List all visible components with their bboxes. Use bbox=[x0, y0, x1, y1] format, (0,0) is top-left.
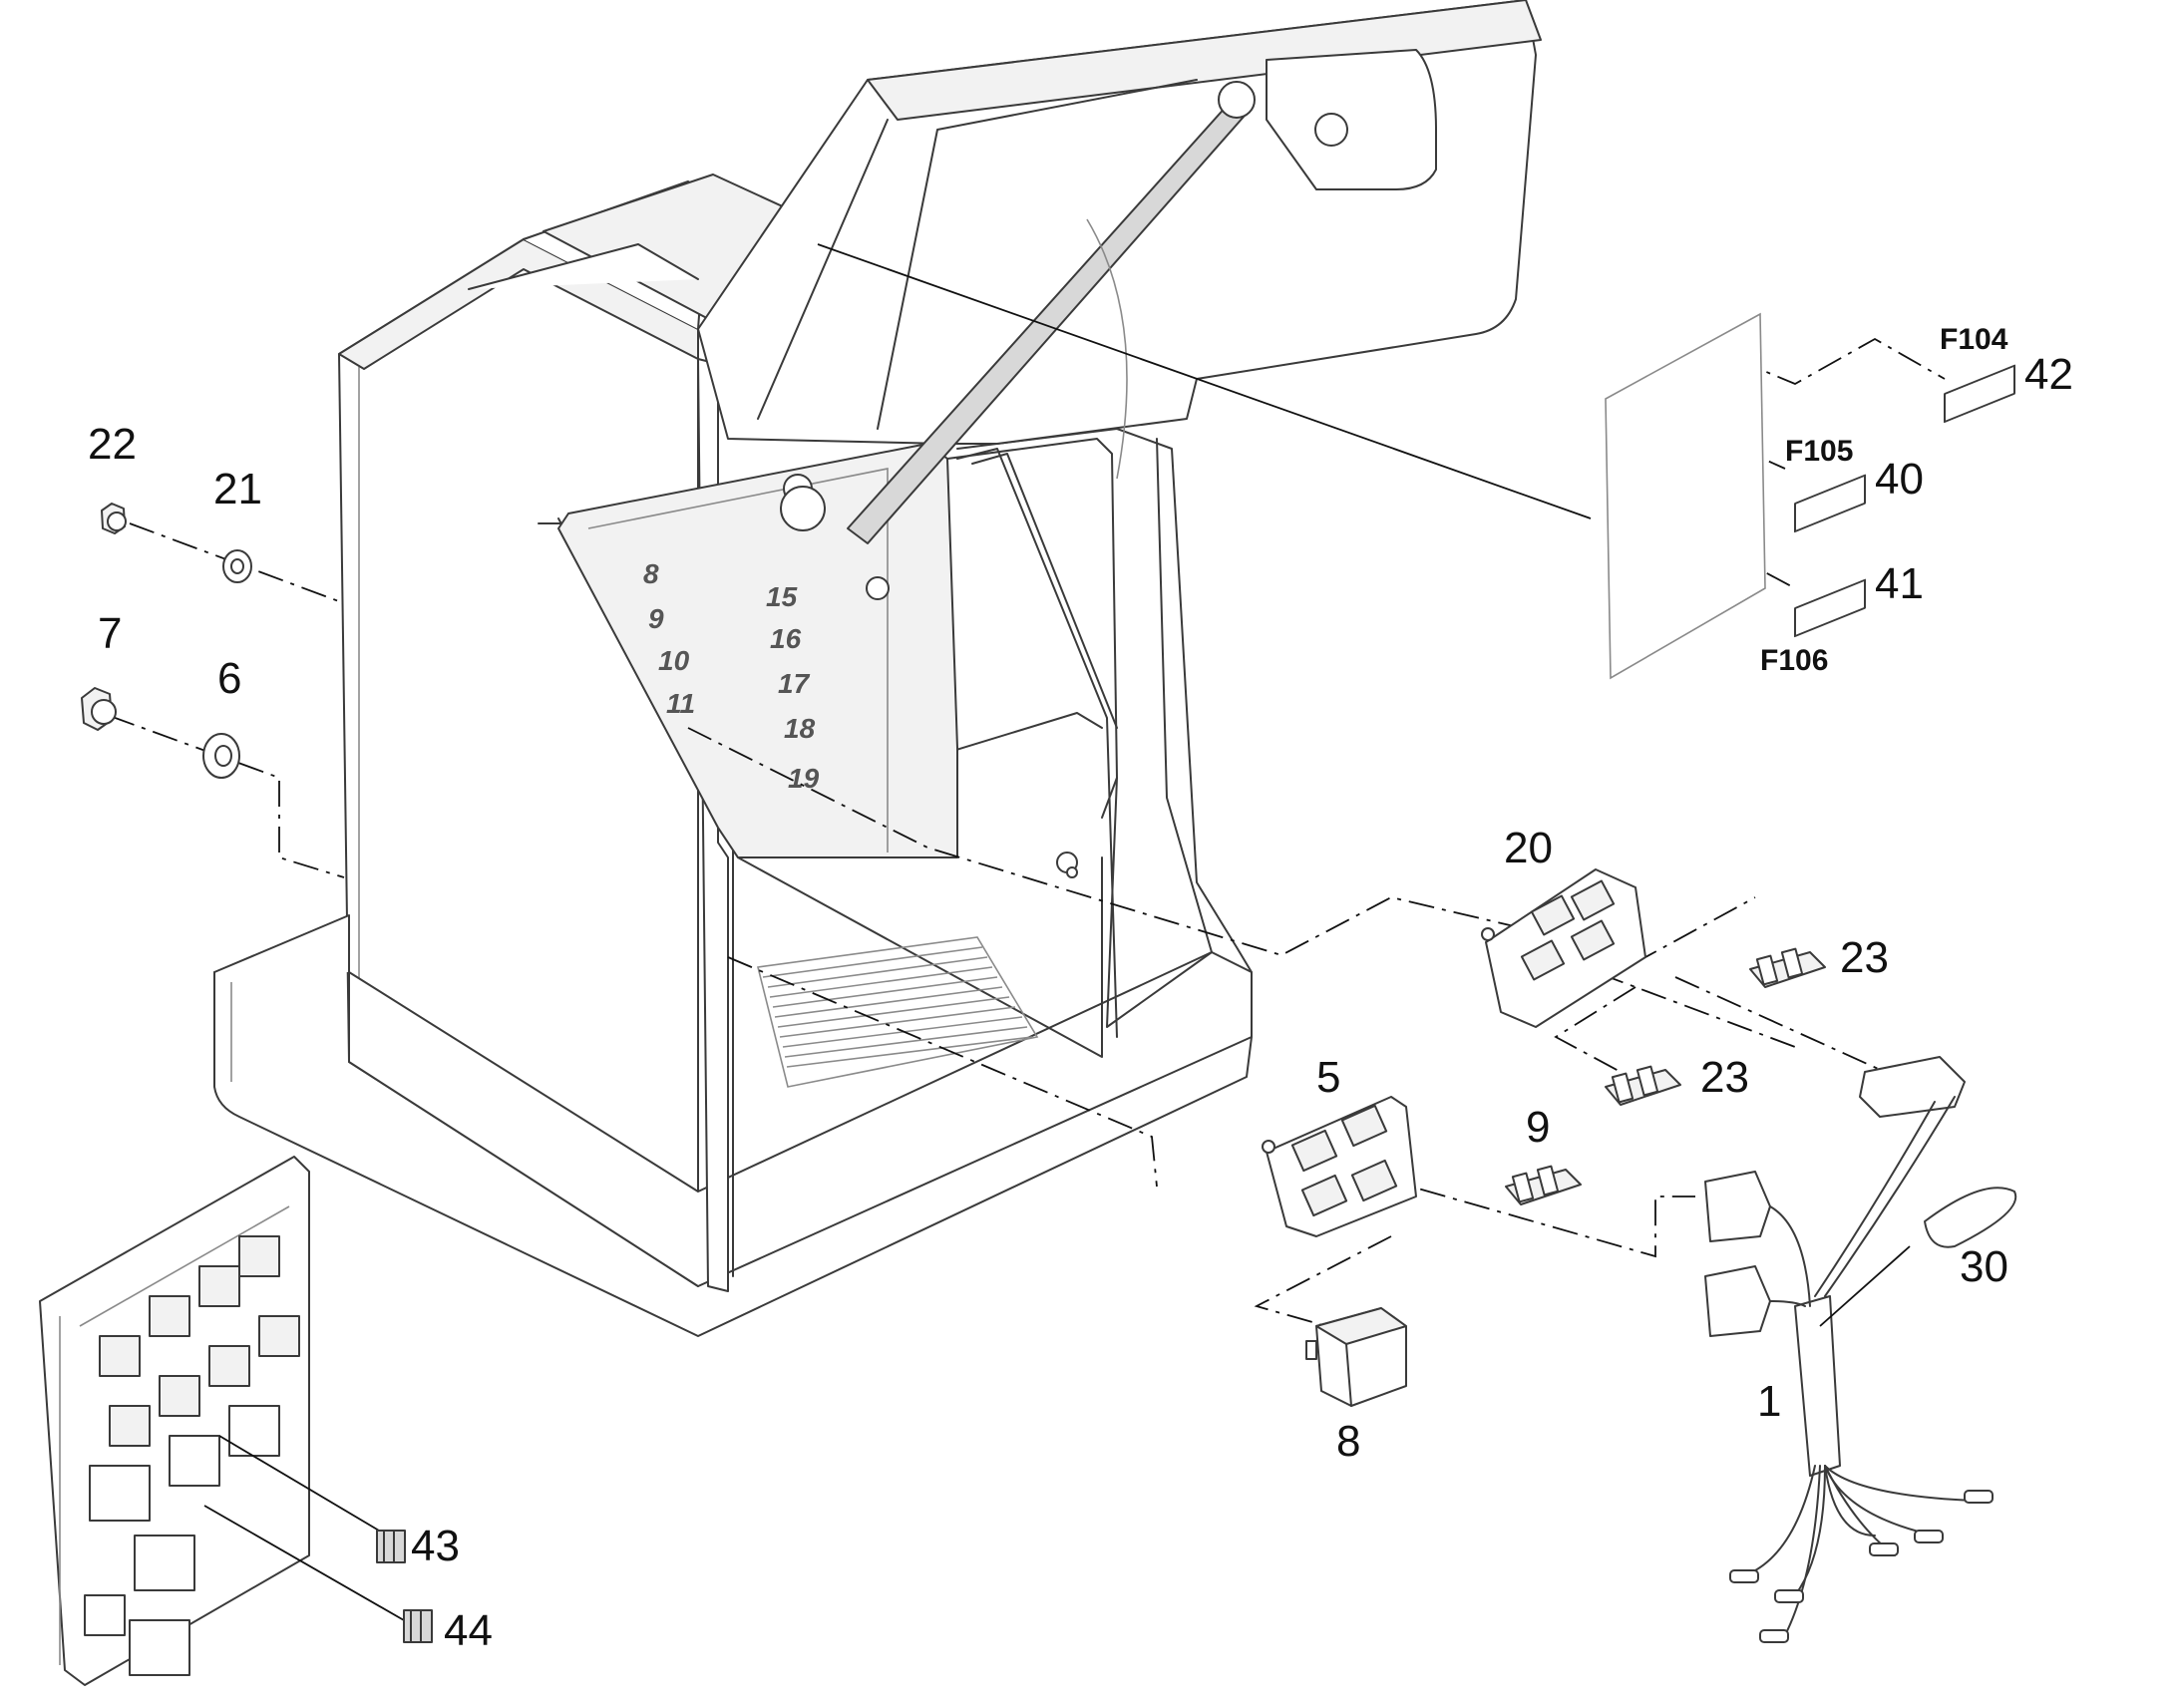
nut-22 bbox=[101, 503, 127, 534]
fuse-label-f104 bbox=[1944, 364, 2015, 424]
svg-text:16: 16 bbox=[770, 623, 802, 654]
plate-hole-numbers: 8 9 10 11 15 16 17 18 19 bbox=[643, 558, 820, 794]
fasteners bbox=[81, 503, 252, 779]
callout-40: 40 bbox=[1875, 455, 1924, 504]
fuse-23-lower bbox=[1605, 1065, 1681, 1106]
wiring-harness-1 bbox=[1704, 1056, 2017, 1643]
callout-43: 43 bbox=[411, 1522, 460, 1570]
fuse-label-panel: F104 F105 F106 bbox=[817, 243, 2015, 680]
svg-text:9: 9 bbox=[648, 603, 664, 634]
fuse-text-f104: F104 bbox=[1940, 323, 2008, 356]
open-lid bbox=[697, 0, 1542, 544]
callouts: 22 21 7 6 20 23 23 5 9 8 1 30 43 44 42 4… bbox=[88, 350, 2073, 1655]
fuse-label-f106 bbox=[1794, 578, 1866, 638]
fuse-43 bbox=[376, 1530, 406, 1563]
fuse-label-f105 bbox=[1794, 474, 1866, 533]
callout-9: 9 bbox=[1526, 1103, 1550, 1152]
fuse-23-upper bbox=[1749, 947, 1826, 988]
callout-44: 44 bbox=[444, 1606, 493, 1655]
callout-5: 5 bbox=[1316, 1053, 1340, 1102]
callout-6: 6 bbox=[217, 654, 241, 703]
svg-text:18: 18 bbox=[784, 713, 816, 744]
washer-6 bbox=[202, 733, 240, 779]
relay-board-5 bbox=[1262, 1096, 1417, 1237]
washer-21 bbox=[222, 549, 252, 583]
relay-8 bbox=[1305, 1307, 1407, 1407]
fuse-relay-box bbox=[39, 1156, 405, 1686]
cabinet-housing: 8 9 10 11 15 16 17 18 19 bbox=[213, 173, 1253, 1337]
svg-text:19: 19 bbox=[788, 763, 820, 794]
callout-23-upper: 23 bbox=[1840, 933, 1889, 982]
callout-7: 7 bbox=[98, 609, 122, 658]
callout-42: 42 bbox=[2024, 350, 2073, 399]
svg-text:8: 8 bbox=[643, 558, 659, 589]
svg-text:11: 11 bbox=[666, 688, 695, 719]
svg-text:10: 10 bbox=[658, 645, 690, 676]
fuse-text-f106: F106 bbox=[1760, 644, 1828, 677]
callout-21: 21 bbox=[213, 465, 262, 513]
nut-7 bbox=[81, 687, 117, 731]
fuse-44 bbox=[403, 1609, 433, 1643]
callout-20: 20 bbox=[1504, 824, 1553, 872]
callout-8: 8 bbox=[1336, 1417, 1360, 1466]
callout-23-lower: 23 bbox=[1700, 1053, 1749, 1102]
svg-text:17: 17 bbox=[778, 668, 811, 699]
callout-41: 41 bbox=[1875, 559, 1924, 608]
relay-board-20 bbox=[1481, 868, 1646, 1028]
fuse-text-f105: F105 bbox=[1785, 435, 1853, 468]
fuse-9 bbox=[1505, 1165, 1582, 1205]
svg-text:15: 15 bbox=[766, 581, 798, 612]
callout-1: 1 bbox=[1757, 1377, 1781, 1426]
callout-22: 22 bbox=[88, 420, 137, 469]
callout-30: 30 bbox=[1960, 1242, 2008, 1291]
